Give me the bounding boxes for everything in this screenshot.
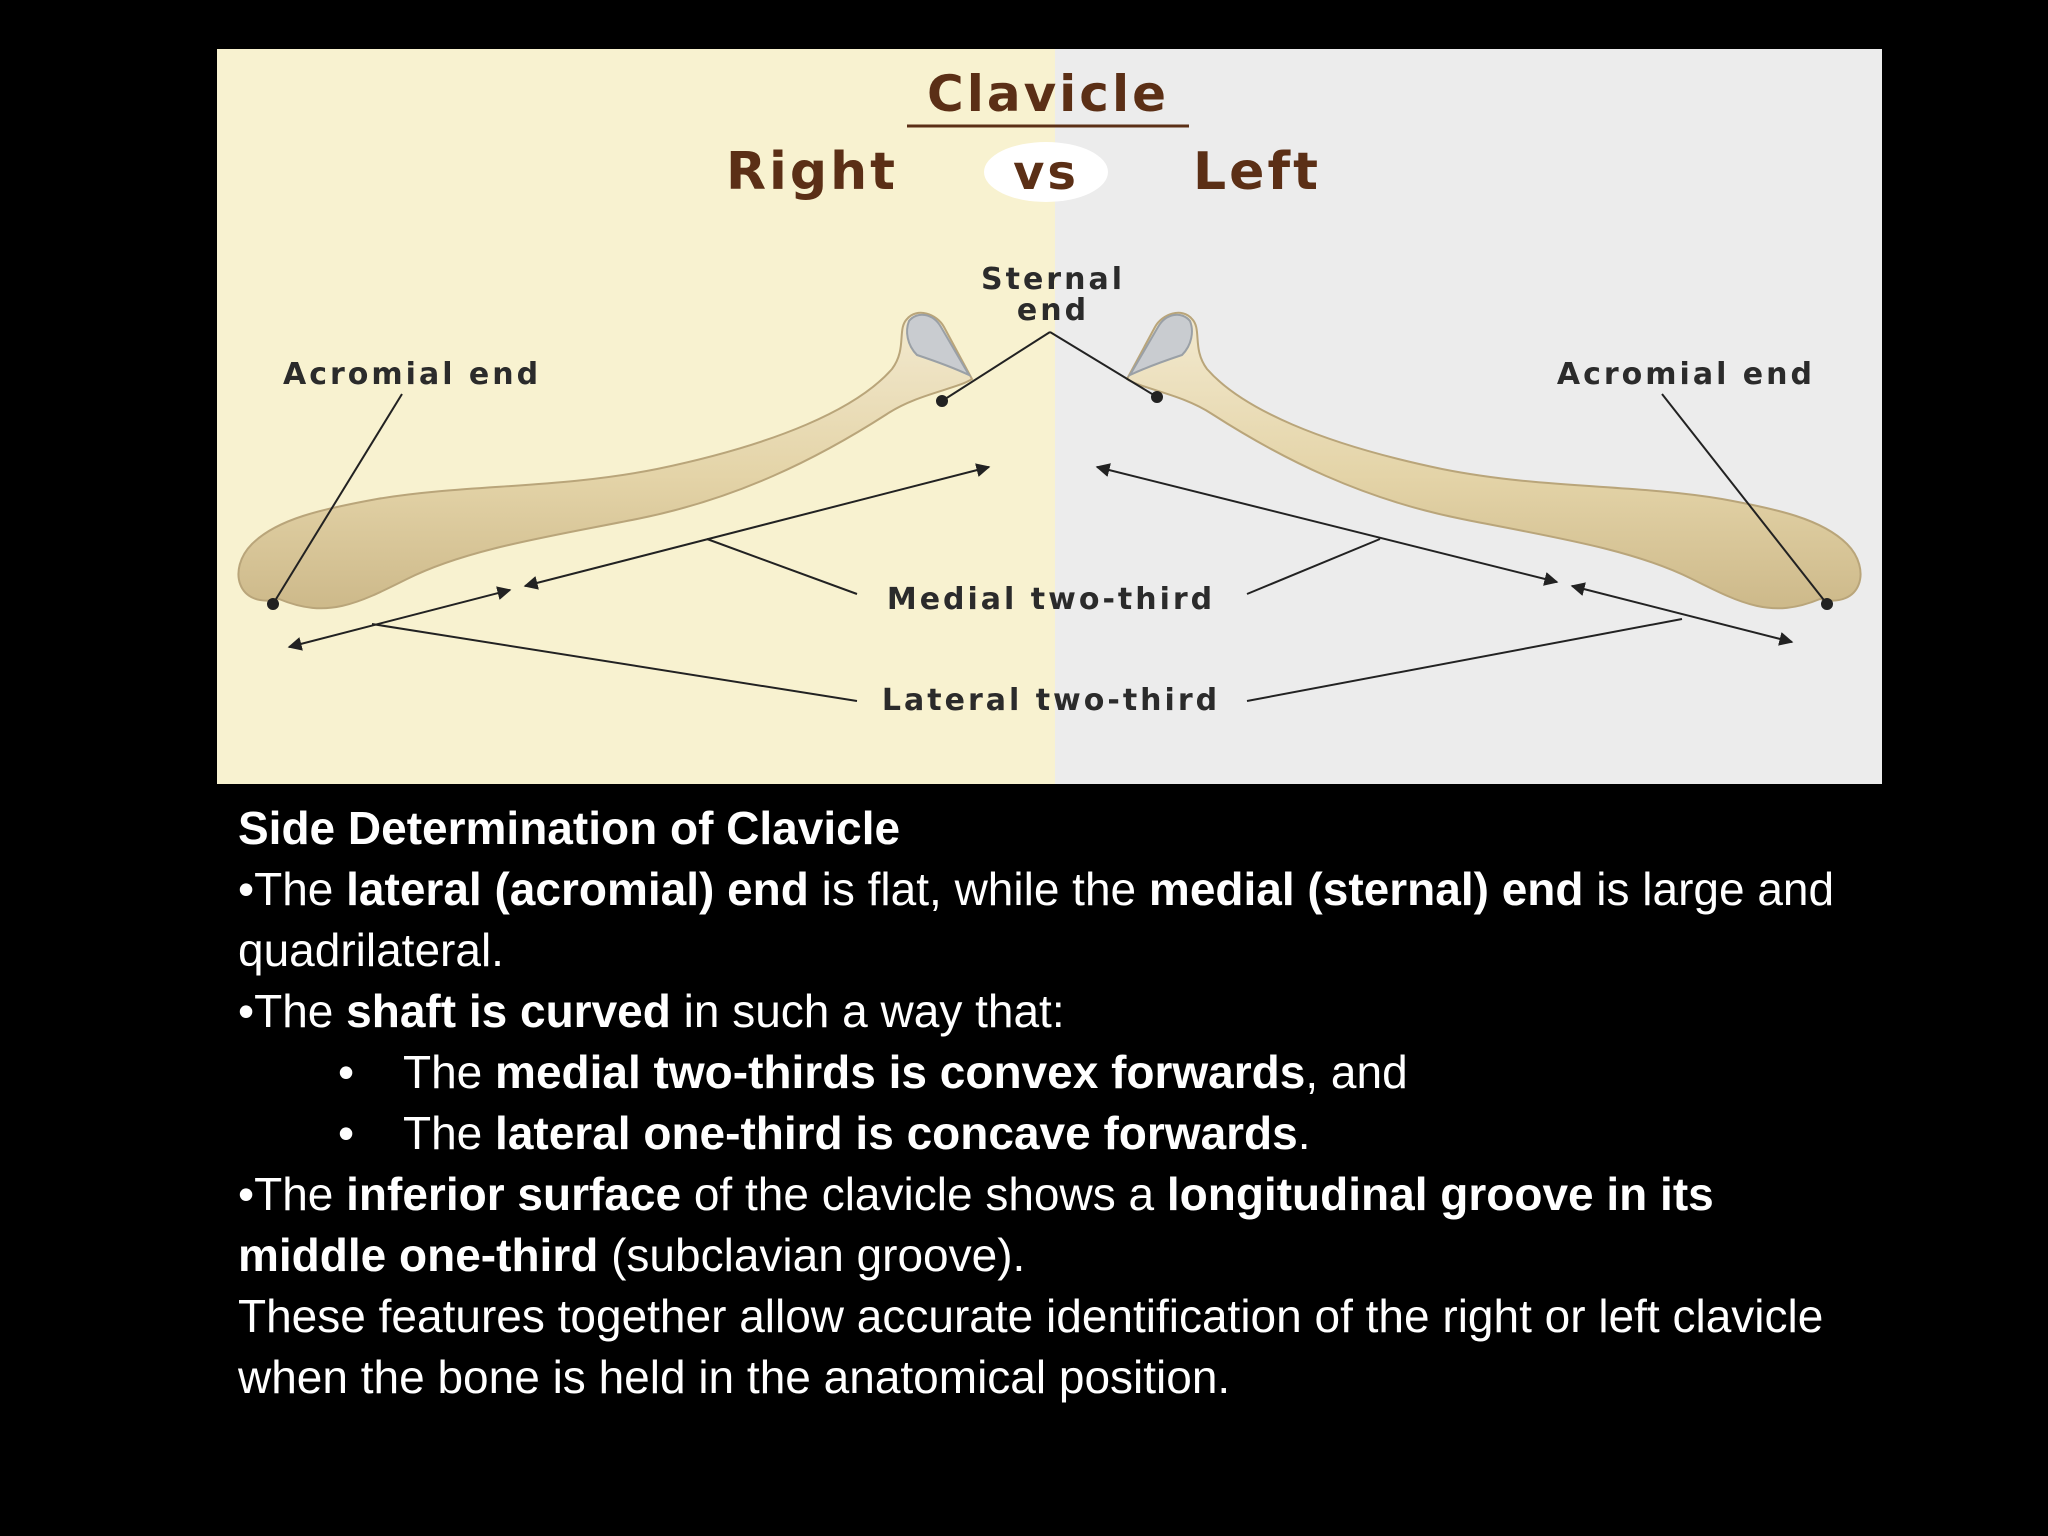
notes-heading: Side Determination of Clavicle (238, 802, 901, 854)
clavicle-diagram: Clavicle Right vs Left Sternal end Acrom… (217, 49, 1882, 784)
medial-two-third-label: Medial two-third (887, 582, 1215, 617)
left-label: Left (1193, 142, 1321, 202)
lateral-two-third-label: Lateral two-third (882, 683, 1220, 718)
clavicle-figure: Clavicle Right vs Left Sternal end Acrom… (217, 49, 1882, 784)
notes-text: Side Determination of Clavicle •The late… (238, 798, 1838, 1408)
note-medial-convex: •The medial two-thirds is convex forward… (338, 1046, 1408, 1098)
left-clavicle-bone (1125, 311, 1862, 610)
figure-title: Clavicle (927, 65, 1169, 123)
span-arrows (287, 463, 1794, 651)
note-lateral-concave: •The lateral one-third is concave forwar… (338, 1107, 1311, 1159)
note-shaft-curved: •The shaft is curved in such a way that: (238, 985, 1065, 1037)
note-inferior-surface: •The inferior surface of the clavicle sh… (238, 1168, 1714, 1281)
left-panel-bg (1055, 49, 1882, 784)
sternal-end-label-line2: end (1017, 293, 1089, 328)
right-label: Right (726, 142, 898, 202)
right-panel-bg (217, 49, 1055, 784)
vs-badge (984, 142, 1108, 202)
vs-label: vs (1013, 145, 1079, 201)
note-conclusion: These features together allow accurate i… (238, 1290, 1824, 1403)
acromial-end-label-left-bone: Acromial end (1557, 357, 1815, 392)
sternal-end-label-line1: Sternal (981, 262, 1125, 297)
acromial-end-label-right-bone: Acromial end (283, 357, 541, 392)
note-lateral-medial-ends: •The lateral (acromial) end is flat, whi… (238, 863, 1835, 976)
